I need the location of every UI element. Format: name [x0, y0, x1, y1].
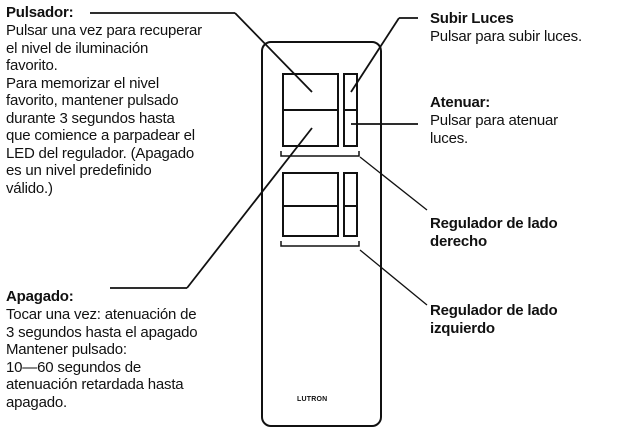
pulsador-leader-diag [234, 12, 313, 93]
subir-body: Pulsar para subir luces. [430, 28, 582, 45]
off-button [282, 109, 339, 147]
raise-button [343, 73, 358, 111]
derecho-title: Regulador de lado derecho [430, 215, 558, 250]
lower-button-lower [343, 205, 358, 237]
izquierdo-title: Regulador de lado izquierdo [430, 302, 558, 337]
atenuar-body: Pulsar para atenuar luces. [430, 112, 558, 147]
derecho-leader [359, 156, 428, 211]
subir-leader [350, 17, 400, 93]
upper-group-bracket [280, 151, 360, 157]
brand-label: LUTRON [297, 396, 328, 403]
izquierdo-leader [359, 249, 428, 306]
raise-button-lower [343, 172, 358, 207]
apagado-title: Apagado: [6, 288, 74, 305]
apagado-leader-diag [186, 127, 313, 289]
apagado-body: Tocar una vez: atenuación de 3 segundos … [6, 306, 198, 411]
favorite-button [282, 73, 339, 111]
subir-title: Subir Luces [430, 10, 514, 27]
lower-group-bracket [280, 241, 360, 247]
lower-button [343, 109, 358, 147]
off-button-lower [282, 205, 339, 237]
atenuar-title: Atenuar: [430, 94, 491, 111]
pulsador-title: Pulsador: [6, 4, 74, 21]
favorite-button-lower [282, 172, 339, 207]
pulsador-body: Pulsar una vez para recuperar el nivel d… [6, 22, 202, 197]
